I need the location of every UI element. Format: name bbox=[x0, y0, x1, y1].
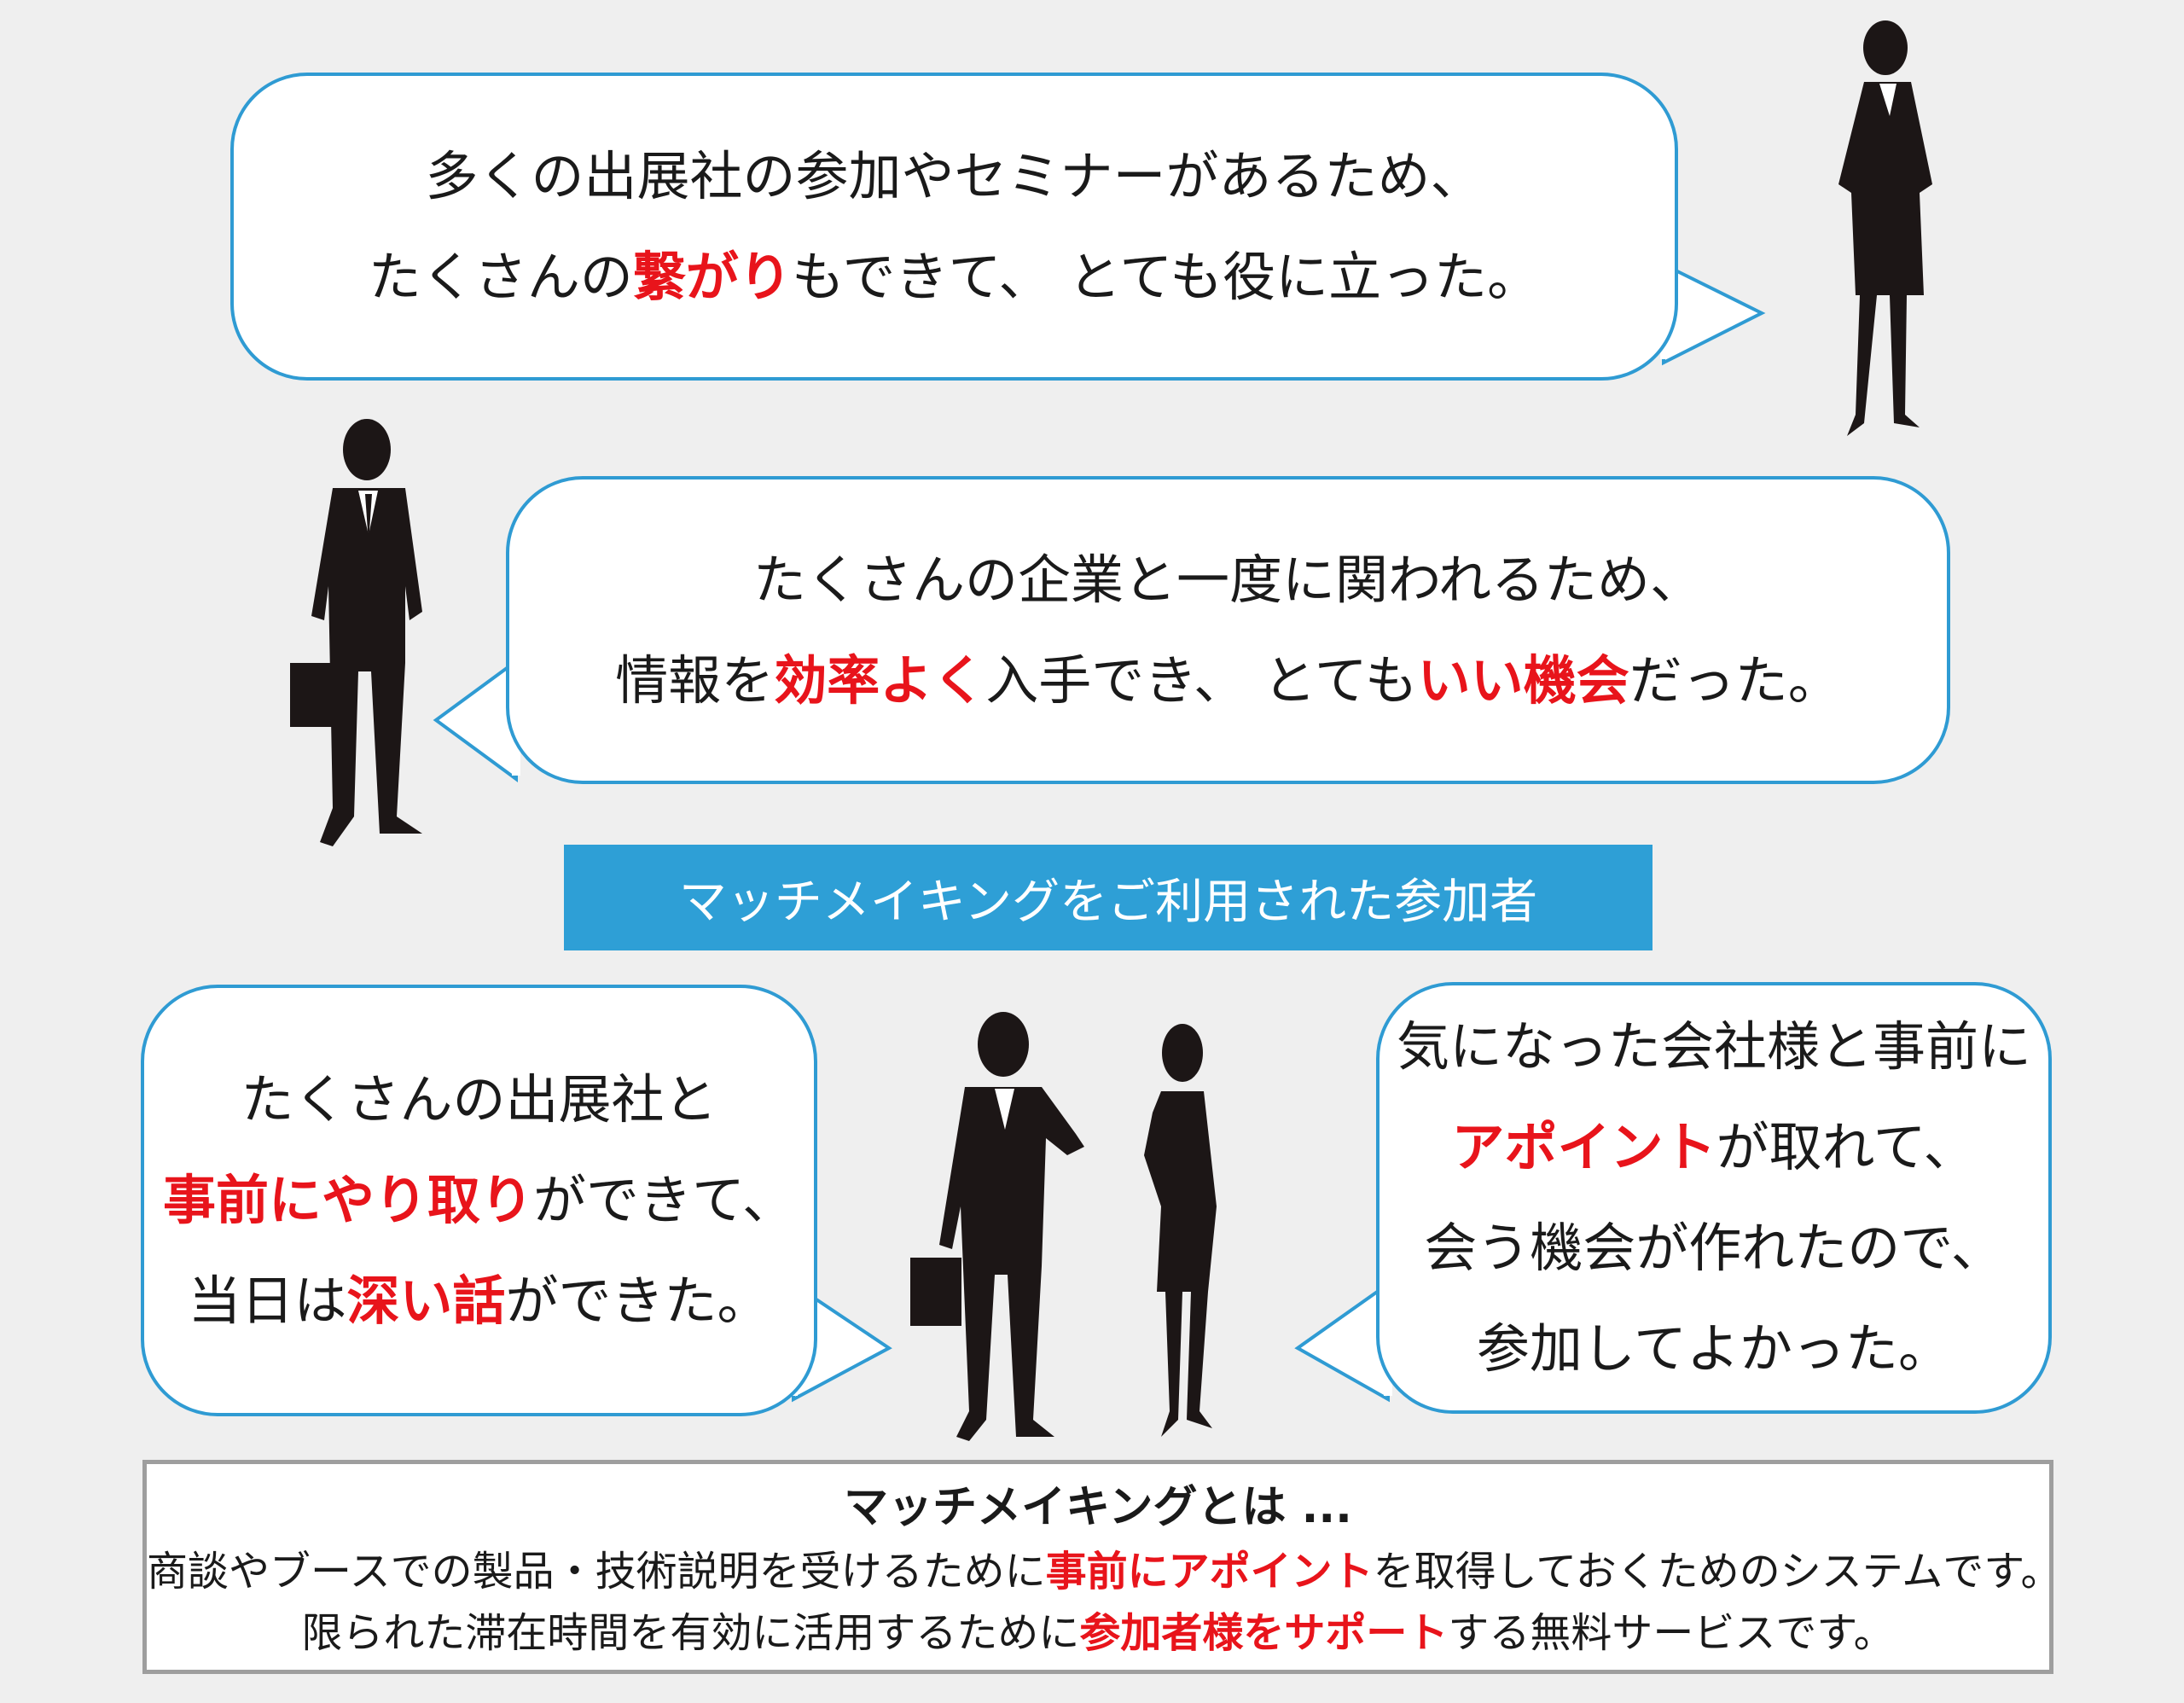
highlighted-text: アポイント bbox=[1451, 1116, 1716, 1179]
text-line: アポイントが取れて、 bbox=[1451, 1097, 1976, 1198]
text-segment: だった。 bbox=[1629, 648, 1841, 712]
text-segment: 会う機会が作れたので、 bbox=[1424, 1217, 2004, 1279]
text-segment: 情報を bbox=[615, 648, 775, 712]
matchmaking-info-box: マッチメイキングとは ... 商談やブースでの製品・技術説明を受けるために事前に… bbox=[142, 1460, 2062, 1674]
text-segment: ができて、 bbox=[533, 1169, 795, 1232]
speech-bubble-2: たくさんの企業と一度に関われるため、情報を効率よく入手でき、 とてもいい機会だっ… bbox=[506, 476, 1950, 784]
text-line: 多くの出展社の参加やセミナーがあるため、 bbox=[425, 126, 1483, 227]
info-title: マッチメイキングとは ... bbox=[844, 1482, 1352, 1533]
highlighted-text: 事前にやり取り bbox=[163, 1169, 534, 1232]
highlighted-text: 効率よく bbox=[774, 648, 986, 712]
text-segment: 商談やブースでの製品・技術説明を受けるために bbox=[147, 1548, 1046, 1595]
text-line: 気になった会社様と事前に bbox=[1397, 997, 2031, 1097]
text-segment: ができた。 bbox=[505, 1269, 770, 1332]
text-segment: たくさんの出展社と bbox=[241, 1068, 717, 1131]
text-line: 参加してよかった。 bbox=[1477, 1299, 1951, 1399]
text-line: たくさんの出展社と bbox=[241, 1049, 717, 1150]
businesswoman-silhouette-icon bbox=[1838, 20, 1932, 436]
text-line: 限られた滞在時間を有効に活用するために参加者様をサポートする無料サービスです。 bbox=[147, 1602, 2049, 1664]
text-segment: を取得しておくためのシステムです。 bbox=[1373, 1548, 2062, 1595]
text-line: 当日は深い話ができた。 bbox=[188, 1251, 770, 1351]
speech-bubble-3: たくさんの出展社と事前にやり取りができて、当日は深い話ができた。 bbox=[141, 985, 817, 1416]
participants-banner: マッチメイキングをご利用された参加者 bbox=[564, 845, 1653, 950]
text-segment: 参加してよかった。 bbox=[1476, 1316, 1952, 1380]
speech-bubble-4: 気になった会社様と事前にアポイントが取れて、会う機会が作れたので、参加してよかっ… bbox=[1376, 982, 2052, 1414]
text-segment: 入手でき、 とても bbox=[985, 648, 1418, 712]
highlighted-text: 繋がり bbox=[632, 245, 792, 308]
text-segment: が取れて、 bbox=[1716, 1116, 1977, 1179]
text-segment: たくさんの企業と一度に関われるため、 bbox=[753, 548, 1703, 611]
highlighted-text: いい機会 bbox=[1417, 648, 1629, 712]
text-line: たくさんの企業と一度に関われるため、 bbox=[753, 530, 1703, 631]
highlighted-text: 深い話 bbox=[346, 1269, 506, 1332]
text-segment: たくさんの bbox=[368, 245, 633, 308]
text-segment: 限られた滞在時間を有効に活用するために bbox=[301, 1609, 1080, 1657]
text-line: 会う機会が作れたので、 bbox=[1424, 1198, 2004, 1299]
text-segment: 多くの出展社の参加やセミナーがあるため、 bbox=[425, 144, 1484, 207]
meeting-pair-silhouette-icon bbox=[910, 1012, 1217, 1441]
text-segment: もできて、 とても役に立った。 bbox=[791, 245, 1541, 308]
text-line: 事前にやり取りができて、 bbox=[163, 1150, 795, 1251]
text-segment: 当日は bbox=[188, 1269, 347, 1332]
text-line: たくさんの繋がりもできて、 とても役に立った。 bbox=[369, 227, 1540, 328]
text-line: 商談やブースでの製品・技術説明を受けるために事前にアポイントを取得しておくための… bbox=[147, 1541, 2062, 1602]
text-segment: 気になった会社様と事前に bbox=[1396, 1015, 2031, 1078]
text-segment: する無料サービスです。 bbox=[1448, 1609, 1895, 1657]
highlighted-text: 参加者様をサポート bbox=[1079, 1609, 1449, 1657]
businessman-silhouette-icon bbox=[290, 419, 422, 846]
highlighted-text: 事前にアポイント bbox=[1045, 1548, 1374, 1595]
text-line: 情報を効率よく入手でき、 とてもいい機会だった。 bbox=[615, 631, 1840, 731]
speech-bubble-1: 多くの出展社の参加やセミナーがあるため、たくさんの繋がりもできて、 とても役に立… bbox=[230, 73, 1678, 381]
bubble-tail bbox=[1660, 261, 1766, 366]
